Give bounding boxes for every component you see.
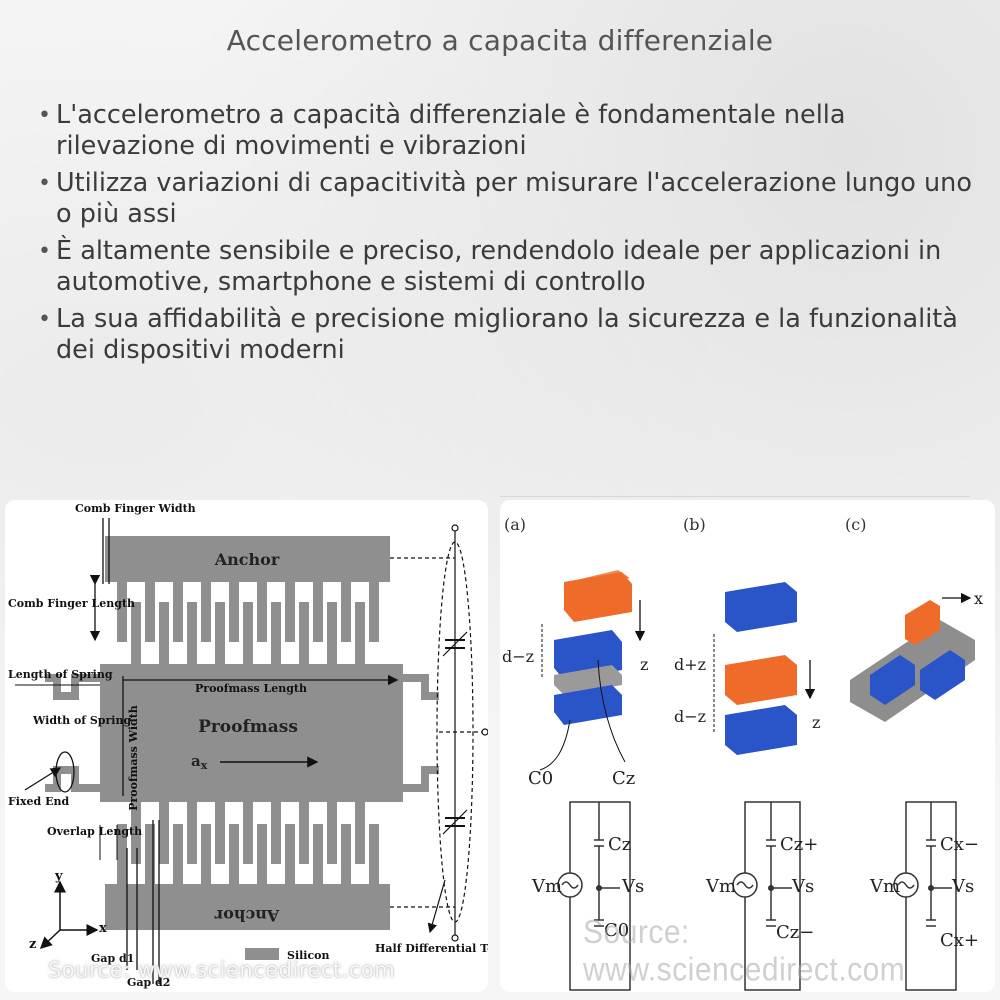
circuit-c-cxminus-label: Cx− xyxy=(940,834,979,855)
panel-label-b: (b) xyxy=(683,515,706,534)
figure-watermark: Source: www.sciencedirect.com xyxy=(583,914,906,989)
label-gap-d2: Gap d2 xyxy=(127,976,170,989)
bullet-item: •La sua affidabilità e precisione miglio… xyxy=(36,304,976,366)
label-accel-sub: x xyxy=(201,759,208,772)
circuit-a-cz-label: Cz xyxy=(608,834,631,855)
circuit-c-vs-label: Vs xyxy=(951,876,974,897)
bullet-marker: • xyxy=(38,103,51,128)
variable-capacitor-bottom xyxy=(442,809,468,835)
mems-structure-svg: Comb Finger Width Anchor Comb Finger Len… xyxy=(8,502,488,989)
bullet-item: •È altamente sensibile e preciso, renden… xyxy=(36,236,976,298)
config-a-dz-label: d−z xyxy=(502,647,534,666)
bullet-item: •Utilizza variazioni di capacitività per… xyxy=(36,168,976,230)
bullet-text: Utilizza variazioni di capacitività per … xyxy=(56,168,972,229)
page-title: Accelerometro a capacita differenziale xyxy=(226,24,774,57)
circuit-b-czplus-label: Cz+ xyxy=(780,834,818,855)
circuit-a-vm-label: Vm xyxy=(531,876,562,897)
label-proofmass: Proofmass xyxy=(198,717,298,737)
bottom-proofmass-fingers xyxy=(131,802,365,864)
circuit-c xyxy=(893,801,957,991)
label-fixed-end: Fixed End xyxy=(8,795,69,808)
right-springs xyxy=(403,674,439,792)
config-b-plates xyxy=(725,582,797,755)
axis-label-z: z xyxy=(29,937,36,952)
config-b-z-label: z xyxy=(812,713,820,732)
section-divider xyxy=(500,496,970,497)
label-width-of-spring: Width of Spring xyxy=(32,714,131,727)
terminal-mid xyxy=(481,728,488,736)
left-springs xyxy=(45,674,100,792)
label-proofmass-width: Proofmass Width xyxy=(127,705,140,811)
circuit-a-c0-label: C0 xyxy=(604,920,629,941)
connection-lines xyxy=(390,557,485,908)
label-half-differential-text: Half Differential Topology xyxy=(375,942,488,955)
bottom-anchor-fingers xyxy=(117,824,379,884)
circuit-b-vm-label: Vm xyxy=(705,876,736,897)
config-c-x-label: x xyxy=(974,589,983,608)
config-b-dmz-label: d−z xyxy=(674,707,706,726)
config-a-cz-label: Cz xyxy=(612,768,635,789)
label-accel: ax xyxy=(191,752,208,772)
bullet-marker: • xyxy=(38,171,51,196)
legend-silicon-label: Silicon xyxy=(287,949,330,962)
bullet-text: L'accelerometro a capacità differenziale… xyxy=(56,100,846,161)
axis-indicator xyxy=(39,880,99,950)
capacitor-configurations-figure: (a) (b) (c) z d−z C0 Cz z d+z d−z xyxy=(500,500,995,992)
bullet-list: •L'accelerometro a capacità differenzial… xyxy=(36,100,976,372)
label-anchor-bottom: Anchor xyxy=(214,906,280,925)
terminal-bottom xyxy=(451,934,459,942)
label-accel-symbol: a xyxy=(191,752,201,770)
top-anchor-fingers xyxy=(117,582,379,642)
circuit-c-cxplus-label: Cx+ xyxy=(940,930,979,951)
config-c-plates xyxy=(850,600,975,722)
label-comb-finger-width: Comb Finger Width xyxy=(75,502,196,515)
terminal-top xyxy=(451,524,459,532)
axis-label-y: y xyxy=(54,869,63,884)
label-comb-finger-length-text: Comb Finger Length xyxy=(8,597,135,610)
source-credit: Source: www.sciencedirect.com xyxy=(48,958,396,982)
config-a-z-label: z xyxy=(640,655,648,674)
circuit-b xyxy=(732,801,801,991)
bullet-marker: • xyxy=(38,239,51,264)
axis-label-x: x xyxy=(99,921,107,936)
label-comb-finger-length: Comb Finger Length xyxy=(8,597,135,610)
bullet-text: È altamente sensibile e preciso, rendend… xyxy=(56,236,942,297)
bullet-text: La sua affidabilità e precisione miglior… xyxy=(56,304,958,365)
circuit-b-czminus-label: Cz− xyxy=(776,922,814,943)
circuit-b-vs-label: Vs xyxy=(791,876,814,897)
capacitor-configurations-svg: (a) (b) (c) z d−z C0 Cz z d+z d−z xyxy=(502,515,983,991)
proofmass-block xyxy=(100,664,403,802)
mems-structure-figure: Comb Finger Width Anchor Comb Finger Len… xyxy=(5,500,488,992)
bullet-item: •L'accelerometro a capacità differenzial… xyxy=(36,100,976,162)
bullet-marker: • xyxy=(38,307,51,332)
config-b-dpz-label: d+z xyxy=(674,655,706,674)
variable-capacitor-top xyxy=(442,631,468,657)
panel-label-c: (c) xyxy=(845,515,866,534)
label-proofmass-length: Proofmass Length xyxy=(195,682,307,695)
circuit-a xyxy=(557,801,631,991)
circuit-c-vm-label: Vm xyxy=(869,876,900,897)
legend-silicon-swatch xyxy=(245,948,279,960)
label-gap-d1: Gap d1 xyxy=(91,952,134,965)
label-anchor-top: Anchor xyxy=(214,550,280,569)
label-overlap-length: Overlap Length xyxy=(47,825,142,838)
anchor-top-block xyxy=(105,536,390,582)
config-a-c0-label: C0 xyxy=(528,768,553,789)
circuit-a-vs-label: Vs xyxy=(621,876,644,897)
panel-label-a: (a) xyxy=(504,515,526,534)
top-proofmass-fingers xyxy=(131,602,365,664)
label-half-differential: Half Differential Topology xyxy=(375,942,488,955)
config-a-plates xyxy=(554,570,632,725)
label-length-of-spring: Length of Spring xyxy=(8,668,113,681)
